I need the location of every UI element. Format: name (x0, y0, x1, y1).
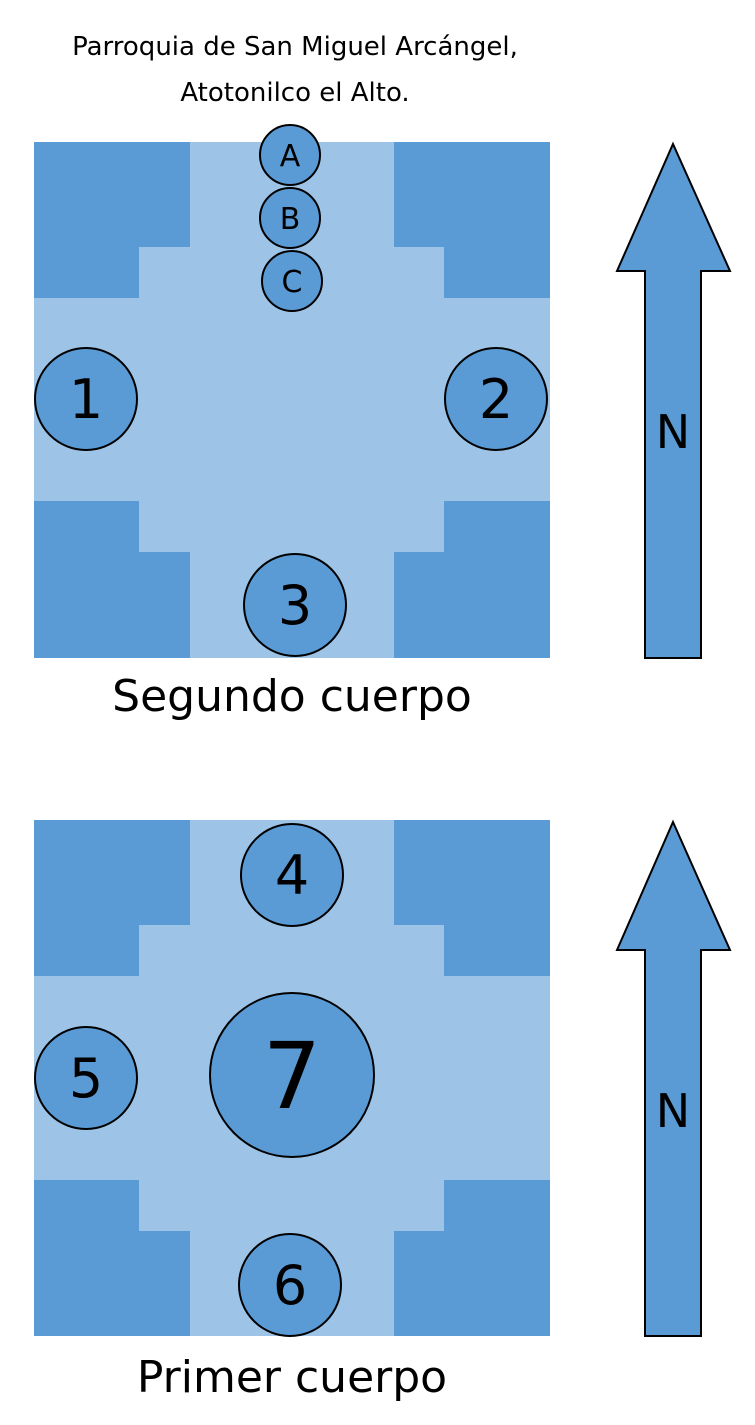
upper-plan-corner-nw (34, 142, 190, 298)
north-arrow-upper: N (615, 141, 732, 659)
marker-2: 2 (444, 347, 548, 451)
lower-plan: 4 5 7 6 (34, 820, 550, 1337)
marker-a-label: A (280, 139, 301, 174)
marker-6-label: 6 (273, 1254, 307, 1317)
north-arrow-upper-label: N (656, 405, 690, 459)
upper-plan-corner-se (394, 501, 550, 658)
marker-7-label: 7 (263, 1023, 322, 1130)
upper-plan: A B C 1 2 3 (34, 124, 550, 658)
marker-b: B (259, 187, 321, 249)
marker-c-label: C (282, 265, 303, 300)
lower-plan-corner-nw (34, 820, 190, 976)
upper-plan-caption: Segundo cuerpo (112, 671, 472, 722)
marker-b-label: B (280, 202, 301, 237)
marker-3-label: 3 (278, 574, 312, 637)
marker-5: 5 (34, 1026, 138, 1130)
north-arrow-lower-label: N (656, 1084, 690, 1138)
upper-plan-corner-sw (34, 501, 190, 658)
lower-plan-corner-sw (34, 1180, 190, 1336)
marker-3: 3 (243, 553, 347, 657)
marker-7: 7 (209, 992, 375, 1158)
marker-2-label: 2 (479, 368, 513, 431)
upper-plan-corner-ne (394, 142, 550, 298)
lower-plan-caption: Primer cuerpo (136, 1352, 448, 1403)
diagram-title-line-2: Atotonilco el Alto. (180, 78, 410, 108)
marker-a: A (259, 124, 321, 186)
marker-1: 1 (34, 347, 138, 451)
marker-1-label: 1 (69, 368, 103, 431)
lower-plan-corner-se (394, 1180, 550, 1336)
lower-plan-corner-ne (394, 820, 550, 976)
marker-4: 4 (240, 823, 344, 927)
diagram-title-line-1: Parroquia de San Miguel Arcángel, (72, 32, 518, 62)
marker-5-label: 5 (69, 1047, 103, 1110)
marker-c: C (261, 250, 323, 312)
north-arrow-lower: N (615, 819, 732, 1337)
marker-4-label: 4 (275, 844, 309, 907)
marker-6: 6 (238, 1233, 342, 1337)
